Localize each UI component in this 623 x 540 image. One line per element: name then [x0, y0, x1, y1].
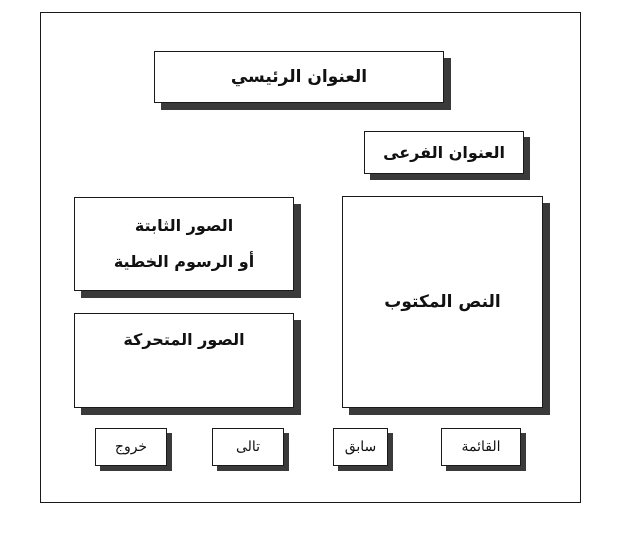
exit-button-label: خروج	[114, 439, 148, 455]
previous-button-label: سابق	[344, 439, 377, 455]
still-images-label-line1: الصور الثابتة	[134, 216, 234, 235]
menu-button[interactable]: القائمة	[441, 428, 521, 466]
menu-button-label: القائمة	[461, 439, 501, 455]
next-button[interactable]: تالى	[212, 428, 284, 466]
exit-button[interactable]: خروج	[95, 428, 167, 466]
still-images-label-line2: أو الرسوم الخطية	[113, 252, 255, 271]
next-button-label: تالى	[235, 439, 261, 455]
moving-images-label: الصور المتحركة	[123, 330, 245, 349]
screen-frame	[40, 12, 581, 503]
subtitle-box: العنوان الفرعى	[364, 131, 524, 174]
still-images-box: الصور الثابتة أو الرسوم الخطية	[74, 197, 294, 291]
main-title-label: العنوان الرئيسي	[230, 67, 368, 87]
moving-images-box: الصور المتحركة	[74, 313, 294, 408]
text-area-box: النص المكتوب	[342, 196, 543, 408]
previous-button[interactable]: سابق	[333, 428, 388, 466]
subtitle-label: العنوان الفرعى	[383, 143, 505, 162]
text-area-label: النص المكتوب	[384, 292, 501, 312]
main-title-box: العنوان الرئيسي	[154, 51, 444, 103]
